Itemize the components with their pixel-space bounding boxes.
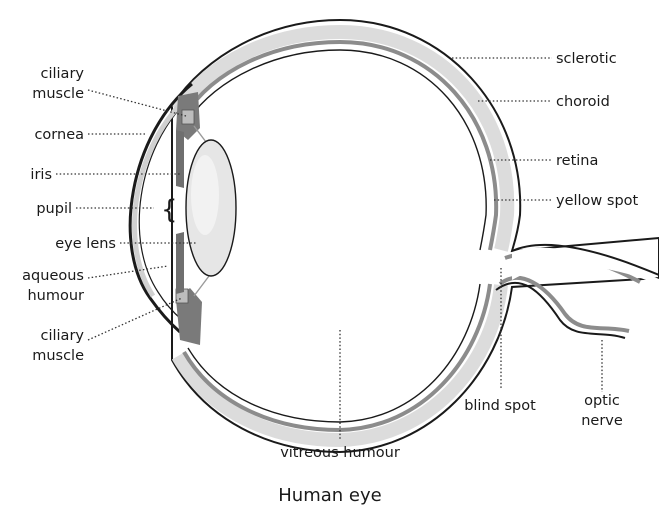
label-ciliary-top-line1: ciliary bbox=[41, 66, 85, 82]
diagram-caption: Human eye bbox=[278, 485, 381, 506]
label-cornea: cornea bbox=[34, 127, 84, 143]
label-sclerotic: sclerotic bbox=[556, 51, 617, 67]
label-pupil: pupil bbox=[36, 201, 72, 217]
sclera-outer bbox=[172, 20, 659, 452]
eyeball bbox=[172, 20, 659, 452]
ciliary-body-top bbox=[182, 110, 194, 124]
iris-bottom bbox=[176, 232, 184, 294]
label-retina: retina bbox=[556, 153, 598, 169]
label-ciliary-bottom-line2: muscle bbox=[32, 348, 84, 364]
label-iris: iris bbox=[30, 167, 52, 183]
label-ciliary-top-line2: muscle bbox=[32, 86, 84, 102]
label-optic-line2: nerve bbox=[581, 413, 623, 429]
label-vitreous-humour: vitreous humour bbox=[280, 445, 400, 461]
label-ciliary-bottom-line1: ciliary bbox=[41, 328, 85, 344]
label-eye-lens: eye lens bbox=[55, 236, 116, 252]
label-aqueous-line2: humour bbox=[27, 288, 84, 304]
label-aqueous-line1: aqueous bbox=[22, 268, 84, 284]
iris-top bbox=[176, 130, 184, 188]
pupil-brace: { bbox=[161, 195, 178, 225]
label-yellow-spot: yellow spot bbox=[556, 193, 639, 209]
label-choroid: choroid bbox=[556, 94, 610, 110]
label-optic-line1: optic bbox=[584, 393, 620, 409]
label-blind-spot: blind spot bbox=[464, 398, 536, 414]
